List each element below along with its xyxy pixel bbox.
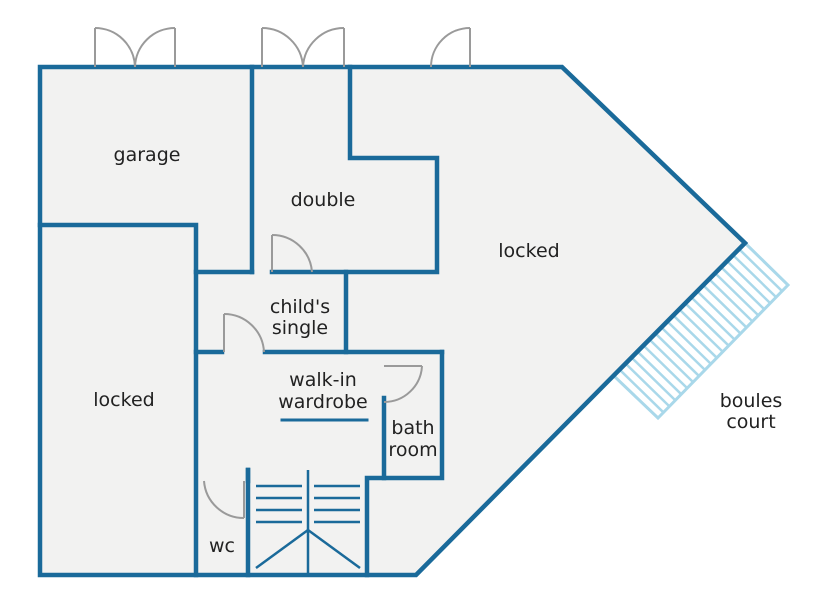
room-labels: garage double locked locked child's sing… [93, 144, 782, 557]
label-childs-single-1: child's [270, 296, 330, 318]
court-stripe [660, 326, 706, 371]
label-boules-1: boules [720, 390, 783, 412]
court-stripe [666, 320, 712, 365]
court-stripe [726, 260, 772, 305]
label-boules-2: court [726, 411, 775, 433]
label-double: double [291, 189, 356, 211]
locked-room-door [430, 27, 471, 68]
label-bath-1: bath [391, 417, 434, 439]
court-stripe [636, 350, 682, 395]
court-stripe [630, 356, 676, 401]
court-stripe [696, 290, 742, 335]
floor-area [40, 67, 745, 575]
label-bath-2: room [388, 439, 437, 461]
label-walk-in-2: wardrobe [278, 391, 368, 413]
outer-wall [37, 64, 749, 578]
court-stripe [678, 308, 724, 353]
court-stripe [654, 332, 700, 377]
court-stripe [619, 369, 664, 413]
court-stripe [720, 266, 766, 311]
label-locked-left: locked [93, 389, 154, 411]
walls [37, 64, 749, 578]
court-stripe [708, 278, 754, 323]
doors [94, 26, 471, 520]
walk-in-door [223, 312, 265, 353]
double-room-double-door [261, 26, 345, 68]
court-stripe [625, 363, 670, 407]
court-stripe [672, 314, 718, 359]
court-stripe [738, 248, 783, 292]
bathroom-door [383, 365, 423, 404]
court-stripe [684, 302, 730, 347]
court-stripe [648, 338, 694, 383]
court-stripe [732, 254, 777, 298]
court-stripe [702, 284, 748, 329]
label-wc: wc [209, 535, 235, 557]
label-garage: garage [114, 144, 181, 166]
court-stripe [714, 272, 760, 317]
label-childs-single-2: single [272, 317, 328, 339]
staircase [255, 470, 361, 575]
childs-single-door [271, 233, 313, 273]
label-locked-right: locked [498, 240, 559, 262]
label-walk-in-1: walk-in [289, 369, 357, 391]
garage-double-door [94, 27, 176, 68]
wc-door [203, 480, 245, 520]
court-stripe [642, 344, 688, 389]
court-stripe [690, 296, 736, 341]
